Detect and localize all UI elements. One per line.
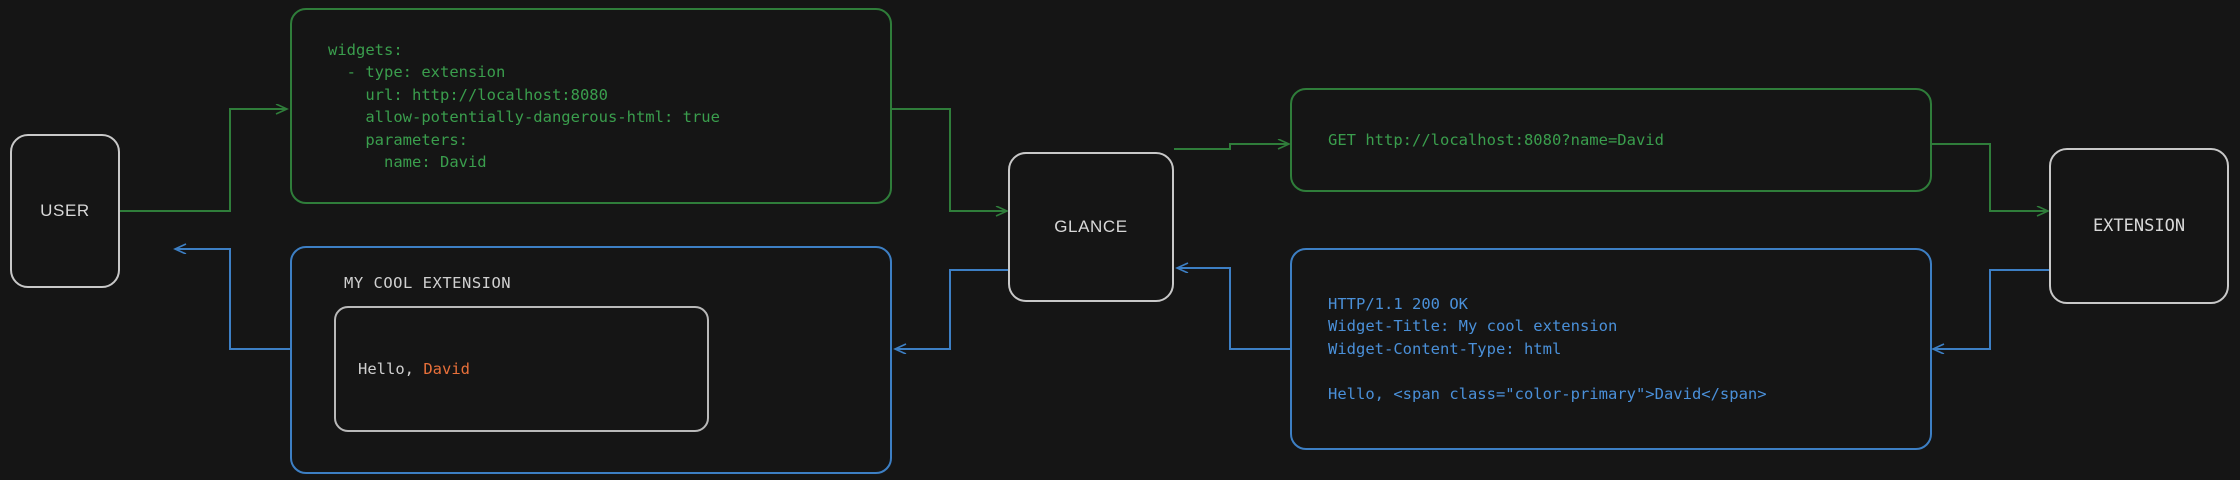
node-extension-label: EXTENSION xyxy=(2092,216,2186,236)
rendered-widget-name: David xyxy=(423,360,470,378)
node-glance-label: GLANCE xyxy=(1054,217,1128,236)
panel-http-request[interactable]: GET http://localhost:8080?name=David xyxy=(1290,88,1932,192)
wire-extension-to-response xyxy=(1934,269,2051,349)
wire-glance-to-request xyxy=(1174,144,1288,150)
rendered-widget-title: MY COOL EXTENSION xyxy=(344,274,512,292)
rendered-widget-content-box: Hello, David xyxy=(334,306,709,432)
wire-response-to-glance xyxy=(1178,268,1292,350)
http-request-text: GET http://localhost:8080?name=David xyxy=(1328,130,1664,149)
node-glance[interactable]: GLANCE xyxy=(1008,152,1174,302)
wire-config-to-glance xyxy=(892,108,1006,211)
panel-config-yaml[interactable]: widgets: - type: extension url: http://l… xyxy=(290,8,892,204)
wire-request-to-extension xyxy=(1930,143,2047,211)
http-response-text: HTTP/1.1 200 OK Widget-Title: My cool ex… xyxy=(1328,294,1767,403)
config-yaml-text: widgets: - type: extension url: http://l… xyxy=(328,40,720,172)
rendered-widget-greeting: Hello, xyxy=(358,360,424,378)
node-user-label: USER xyxy=(40,201,90,220)
wire-user-to-config xyxy=(118,109,286,212)
wire-widget-to-user xyxy=(176,249,290,350)
node-user[interactable]: USER xyxy=(10,134,120,288)
rendered-widget-body: Hello, David xyxy=(336,360,470,378)
wire-glance-to-widget xyxy=(896,269,1010,349)
panel-rendered-widget[interactable]: MY COOL EXTENSION Hello, David xyxy=(290,246,892,474)
node-extension[interactable]: EXTENSION xyxy=(2049,148,2229,304)
panel-http-response[interactable]: HTTP/1.1 200 OK Widget-Title: My cool ex… xyxy=(1290,248,1932,450)
